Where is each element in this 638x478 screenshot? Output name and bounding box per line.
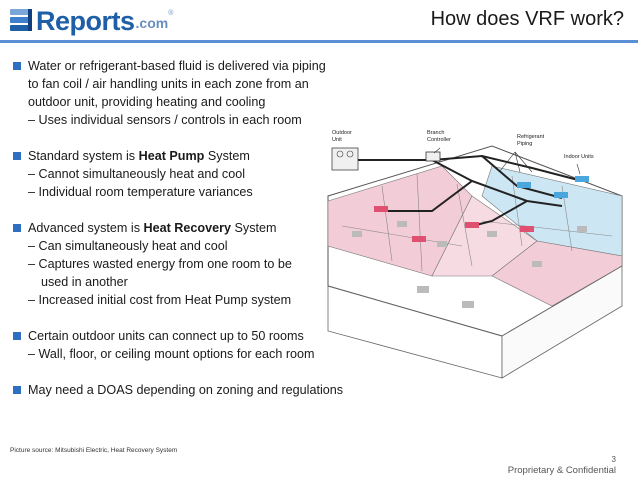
bullet-text: May need a DOAS depending on zoning and … bbox=[28, 383, 344, 397]
bullet-square-icon bbox=[13, 332, 21, 340]
sub-bullet: – Cannot simultaneously heat and cool bbox=[28, 167, 246, 181]
label-indoor-units: Indoor Units bbox=[564, 154, 594, 160]
indoor-unit-heating-icon bbox=[465, 222, 479, 228]
indoor-unit-heating-icon bbox=[520, 226, 534, 232]
bullet-list: Water or refrigerant-based fluid is deli… bbox=[10, 57, 355, 399]
indoor-unit-heating-icon bbox=[374, 206, 388, 212]
label-branch-controller: Branch bbox=[427, 130, 444, 136]
indoor-unit-cooling-icon bbox=[575, 176, 589, 182]
bullet-doas: May need a DOAS depending on zoning and … bbox=[10, 381, 355, 399]
logo-stack-icon bbox=[8, 7, 34, 35]
bullet-square-icon bbox=[13, 152, 21, 160]
label-refrigerant-piping-2: Piping bbox=[517, 141, 532, 147]
label-branch-controller-2: Controller bbox=[427, 137, 451, 143]
bullet-prefix: Advanced system is bbox=[28, 221, 144, 235]
indoor-unit-heating-icon bbox=[412, 236, 426, 242]
sub-bullet: – Captures wasted energy from one room t… bbox=[28, 257, 292, 271]
bullet-line: outdoor unit, providing heating and cool… bbox=[28, 95, 266, 109]
outdoor-unit-icon bbox=[331, 147, 359, 171]
bullet-text: Certain outdoor units can connect up to … bbox=[28, 329, 304, 343]
branch-controller-icon bbox=[425, 151, 441, 162]
reports-logo: Reports .com ® bbox=[8, 6, 173, 36]
sub-bullet: – Uses individual sensors / controls in … bbox=[28, 113, 302, 127]
bullet-line: to fan coil / air handling units in each… bbox=[28, 77, 309, 91]
sub-bullet: – Can simultaneously heat and cool bbox=[28, 239, 228, 253]
sub-bullet: – Increased initial cost from Heat Pump … bbox=[28, 293, 292, 307]
vrf-system-diagram: Outdoor Unit Branch Controller Refrigera… bbox=[322, 126, 628, 381]
bullet-line: Water or refrigerant-based fluid is deli… bbox=[28, 59, 326, 73]
bullet-suffix: System bbox=[231, 221, 277, 235]
slide-title: How does VRF work? bbox=[430, 8, 624, 30]
logo-suffix: .com bbox=[135, 15, 169, 31]
bullet-square-icon bbox=[13, 224, 21, 232]
bullet-standard-system: Standard system is Heat Pump System bbox=[10, 147, 355, 165]
bullet-advanced-system: Advanced system is Heat Recovery System bbox=[10, 219, 355, 237]
logo-text: Reports bbox=[36, 5, 135, 36]
confidential-notice: Proprietary & Confidential bbox=[507, 465, 616, 476]
label-refrigerant-piping: Refrigerant bbox=[517, 134, 545, 140]
bullet-outdoor-units: Certain outdoor units can connect up to … bbox=[10, 327, 355, 345]
bullet-suffix: System bbox=[204, 149, 250, 163]
bullet-vrf-delivery: Water or refrigerant-based fluid is deli… bbox=[10, 57, 355, 111]
bullet-bold: Heat Recovery bbox=[143, 221, 232, 235]
sub-bullet: – Wall, floor, or ceiling mount options … bbox=[28, 347, 315, 361]
indoor-unit-cooling-icon bbox=[554, 192, 568, 198]
bullet-bold: Heat Pump bbox=[138, 149, 205, 163]
bullet-square-icon bbox=[13, 386, 21, 394]
label-outdoor-unit-2: Unit bbox=[332, 137, 342, 143]
bullet-square-icon bbox=[13, 62, 21, 70]
label-outdoor-unit: Outdoor bbox=[332, 130, 352, 136]
picture-source: Picture source: Mitsubishi Electric, Hea… bbox=[10, 447, 178, 454]
sub-bullet-continuation: used in another bbox=[41, 275, 128, 289]
indoor-unit-cooling-icon bbox=[517, 182, 531, 188]
logo-trademark: ® bbox=[168, 10, 174, 17]
header-divider bbox=[0, 40, 638, 43]
page-number: 3 bbox=[611, 455, 616, 464]
sub-bullet: – Individual room temperature variances bbox=[28, 185, 253, 199]
bullet-prefix: Standard system is bbox=[28, 149, 139, 163]
